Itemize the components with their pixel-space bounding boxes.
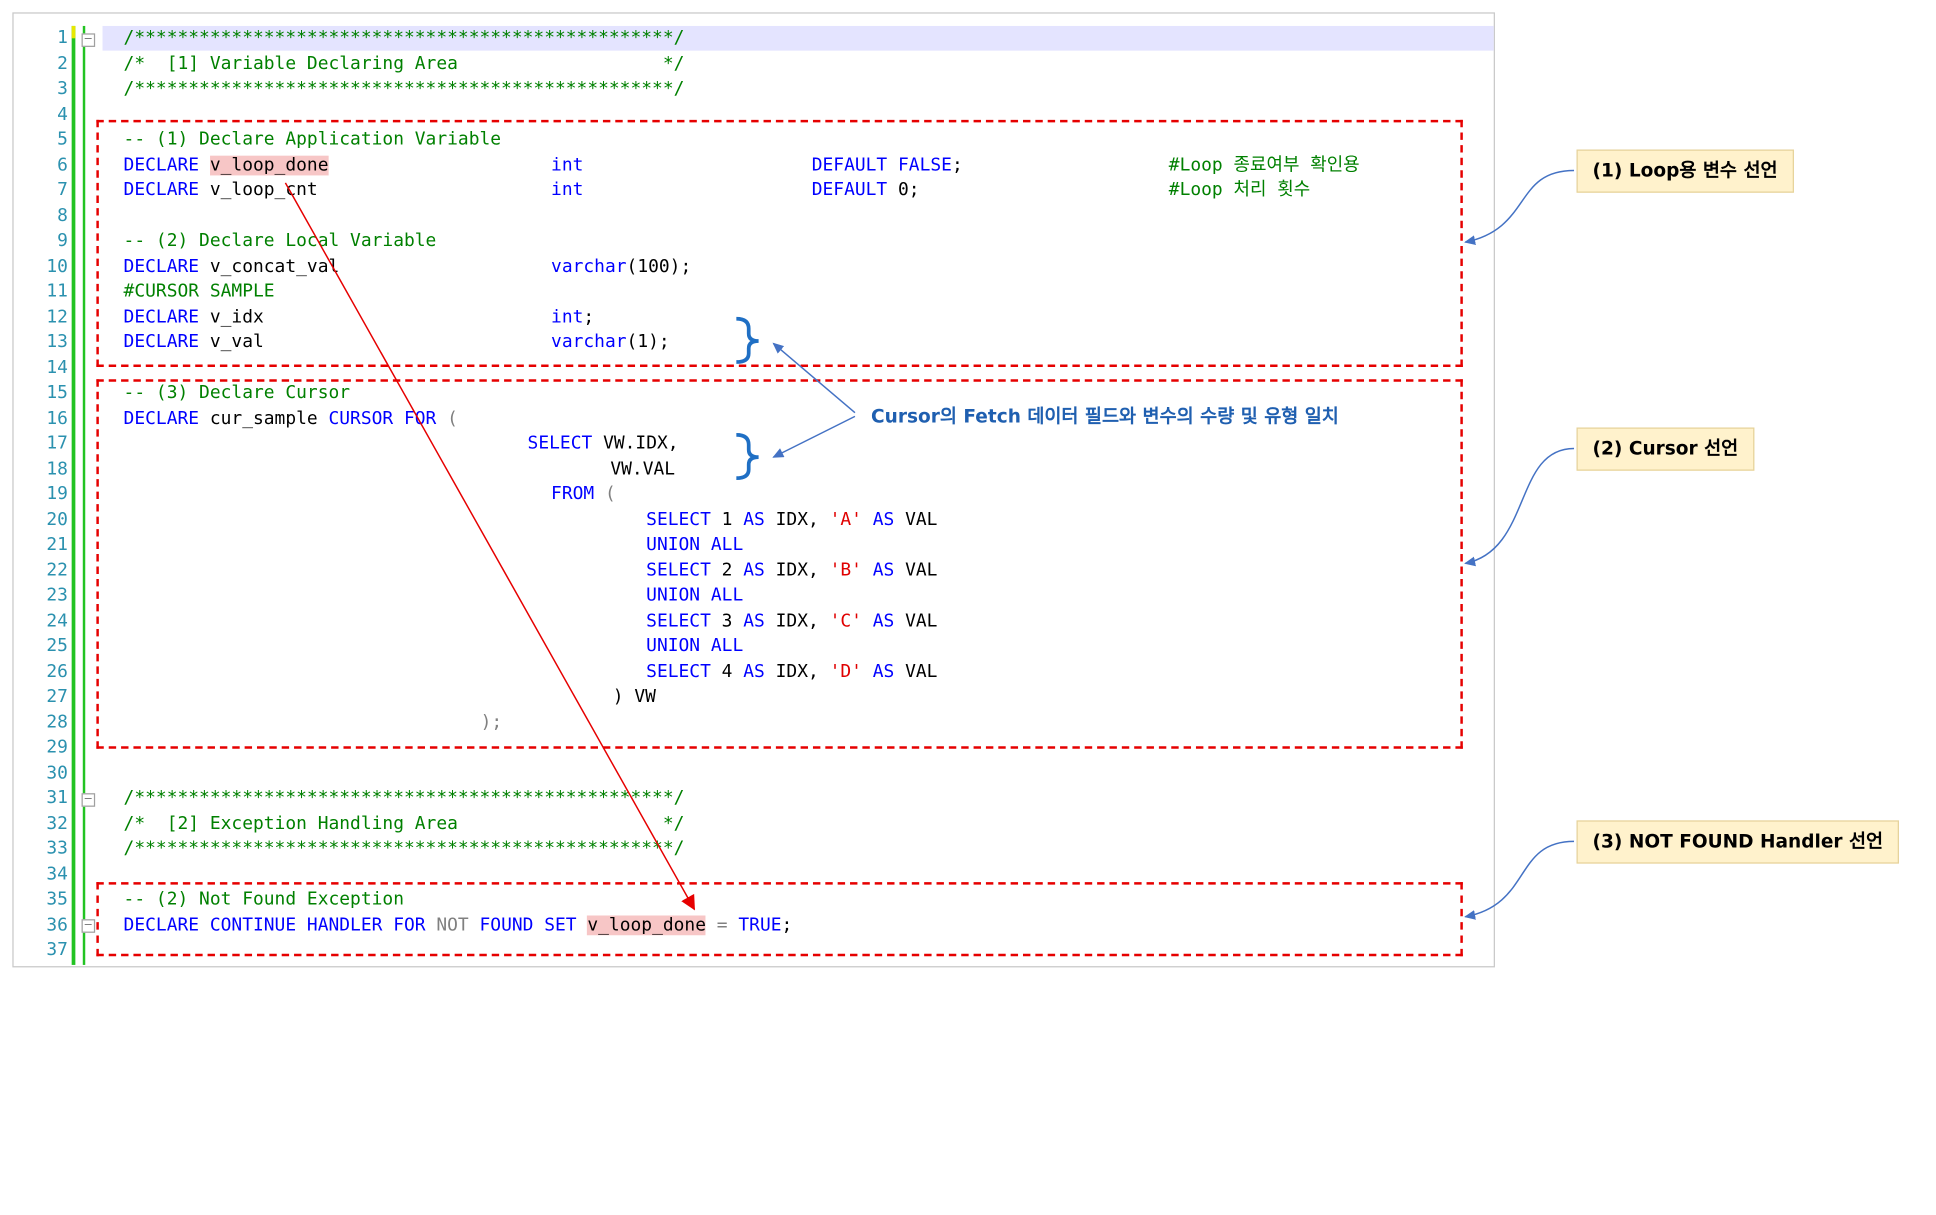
line-number: 22 (46, 560, 68, 581)
code-line-1: /***************************************… (123, 28, 685, 49)
fold-toggle-icon[interactable]: − (81, 33, 96, 47)
annotation-loop-vars: (1) Loop용 변수 선언 (1576, 149, 1794, 193)
line-number: 35 (46, 889, 68, 910)
line-number: 5 (57, 129, 68, 150)
line-number: 23 (46, 585, 68, 606)
declare-cursor-box (96, 379, 1463, 749)
line-number: 24 (46, 610, 68, 631)
line-number: 29 (46, 737, 68, 758)
fold-toggle-icon[interactable]: − (81, 919, 96, 933)
line-number: 25 (46, 636, 68, 657)
line-number: 33 (46, 838, 68, 859)
annotation-handler: (3) NOT FOUND Handler 선언 (1576, 820, 1900, 864)
loop-done-var-highlight: v_loop_done (209, 155, 329, 175)
annotation-cursor: (2) Cursor 선언 (1576, 427, 1755, 471)
declare-variables-box (96, 119, 1463, 367)
line-number: 17 (46, 433, 68, 454)
line-number: 8 (57, 205, 68, 226)
line-number: 31 (46, 788, 68, 809)
line-number: 18 (46, 458, 68, 479)
line-number: 37 (46, 940, 68, 960)
code-line-3: /***************************************… (123, 79, 685, 99)
line-number: 30 (46, 762, 68, 783)
code-line-30 (124, 760, 793, 785)
code-line-33: /***************************************… (123, 838, 685, 859)
line-number: 1 (57, 28, 68, 49)
line-number: 28 (46, 712, 68, 733)
loop-done-set-highlight: v_loop_done (587, 914, 707, 935)
line-number: 36 (46, 914, 68, 935)
code-line-36: DECLARE CONTINUE HANDLER FOR NOT FOUND S… (123, 914, 793, 935)
line-number-gutter: 1 2 3 4 5 6 7 8 9 10 11 12 13 14 15 16 1… (14, 26, 78, 963)
line-number: 21 (46, 534, 68, 555)
line-number: 19 (46, 484, 68, 505)
annotation-fetch-match: Cursor의 Fetch 데이터 필드와 변수의 수량 및 유형 일치 (871, 405, 1339, 428)
change-bar-unsaved (71, 25, 76, 39)
line-number: 13 (46, 332, 68, 353)
line-number: 4 (57, 104, 68, 125)
code-line-2: /* [1] Variable Declaring Area */ (123, 53, 685, 74)
line-number: 12 (46, 307, 68, 327)
code-line-31: /***************************************… (123, 788, 685, 809)
current-line-highlight (102, 25, 1494, 51)
line-number: 9 (57, 231, 68, 251)
line-number: 15 (46, 383, 68, 403)
change-bar (71, 25, 76, 965)
code-line-32: /* [2] Exception Handling Area */ (123, 813, 685, 834)
code-editor[interactable]: − − − 1 2 3 4 5 6 7 8 9 10 11 12 13 14 1… (12, 12, 1495, 968)
code-line-11: #CURSOR SAMPLE (123, 281, 275, 302)
line-number: 11 (46, 281, 68, 302)
fold-toggle-icon[interactable]: − (81, 793, 96, 807)
line-number: 26 (46, 661, 68, 682)
handler-box (96, 882, 1463, 957)
line-number: 32 (46, 813, 68, 834)
code-line-5: -- (1) Declare Application Variable (123, 129, 502, 150)
line-number: 34 (46, 864, 68, 885)
line-number: 27 (46, 686, 68, 707)
line-number: 20 (46, 509, 68, 530)
line-number: 16 (46, 408, 68, 429)
line-number: 6 (57, 155, 68, 175)
line-number: 2 (57, 53, 68, 74)
outline-bar (82, 25, 86, 965)
line-number: 14 (46, 357, 68, 378)
line-number: 10 (46, 256, 68, 277)
line-number: 3 (57, 79, 68, 99)
line-number: 7 (57, 180, 68, 201)
